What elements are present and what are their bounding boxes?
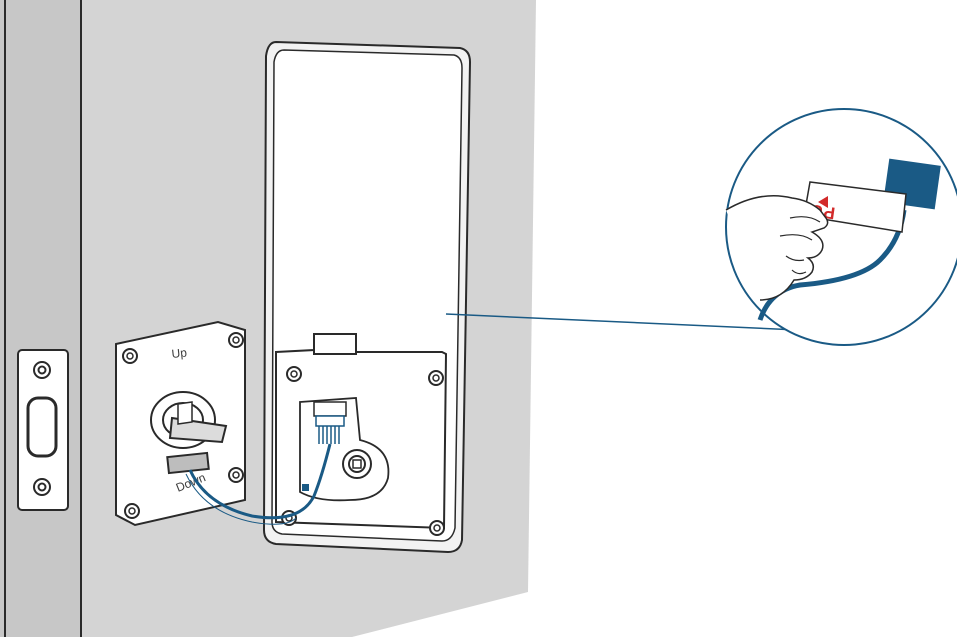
plate-screw-bottom-right (229, 468, 243, 482)
plate-screw-top-left (123, 349, 137, 363)
lock-body (264, 42, 470, 552)
body-screw-bottom-right (430, 521, 444, 535)
door-edge (0, 0, 82, 637)
drive-spindle (343, 450, 371, 478)
body-screw-top-right (429, 371, 443, 385)
release-latch (314, 334, 356, 354)
strike-plate (18, 350, 68, 510)
plate-screw-bottom-left (125, 504, 139, 518)
cable-slot (167, 453, 208, 473)
plate-screw-top-right (229, 333, 243, 347)
cable-marker (302, 484, 309, 491)
mounting-plate: Up Down (116, 322, 245, 525)
body-screw-top-left (287, 367, 301, 381)
zoom-callout: PULL (726, 109, 957, 345)
up-label: Up (171, 345, 188, 361)
